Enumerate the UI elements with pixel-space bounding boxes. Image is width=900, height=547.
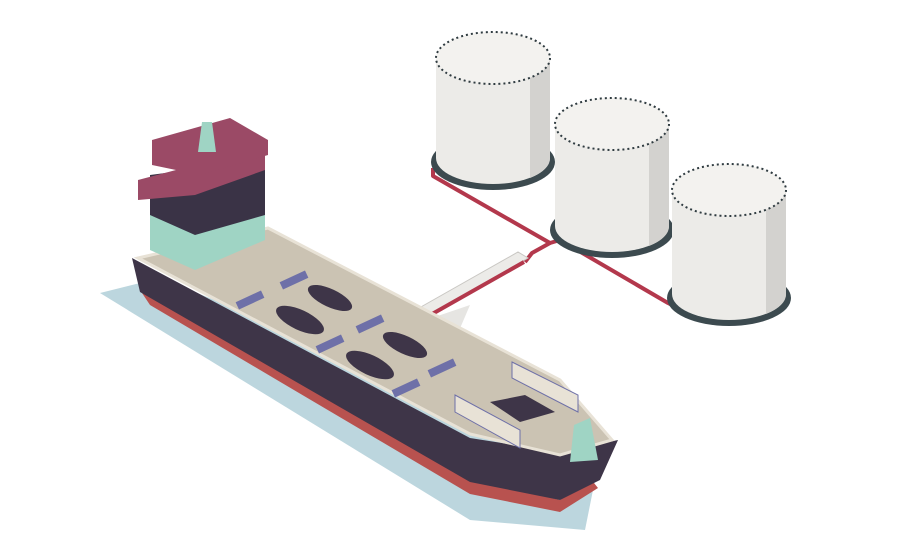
storage-tank-2 bbox=[550, 97, 674, 258]
hull bbox=[132, 258, 618, 500]
deck-vents bbox=[235, 270, 457, 398]
storage-tank-1 bbox=[431, 31, 555, 190]
bow-rail-2 bbox=[511, 361, 579, 413]
bow-mast bbox=[570, 418, 598, 462]
deck bbox=[133, 226, 615, 457]
tanker-ship bbox=[132, 118, 618, 512]
deck-hatches bbox=[276, 284, 428, 380]
bow-hold bbox=[490, 395, 555, 422]
funnel bbox=[198, 122, 216, 152]
storage-tank-3 bbox=[667, 163, 791, 326]
bow-rail bbox=[454, 394, 521, 449]
